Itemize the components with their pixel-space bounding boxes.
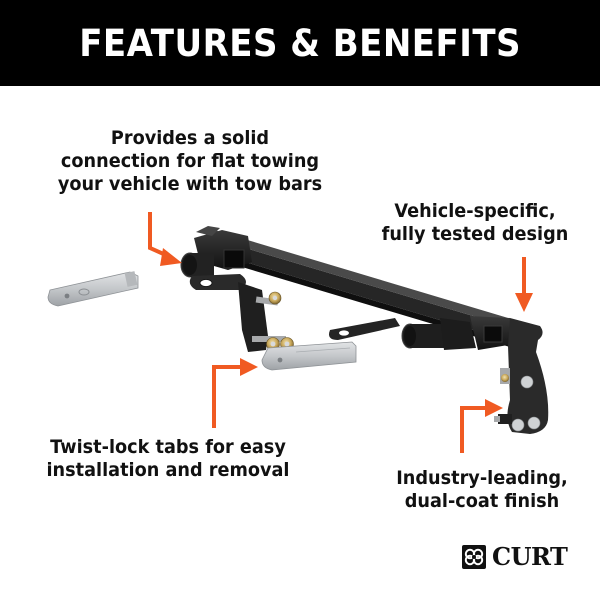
center-strap bbox=[329, 318, 400, 340]
callout-twist-lock: Twist-lock tabs for easy installation an… bbox=[19, 436, 317, 482]
twist-lock-tab-center bbox=[261, 341, 357, 371]
brand-logo: CURT bbox=[462, 542, 568, 571]
callout-connection-line-1: Provides a solid bbox=[110, 127, 270, 149]
right-mount-bracket bbox=[494, 318, 549, 434]
callout-finish-line-2: dual-coat finish bbox=[404, 489, 560, 512]
header-banner: FEATURES & BENEFITS bbox=[0, 0, 600, 86]
callout-connection-line-3: your vehicle with tow bars bbox=[57, 172, 323, 195]
arrow-connection-head bbox=[160, 248, 182, 266]
callout-vehicle-line-1: Vehicle-specific, bbox=[394, 200, 556, 222]
arrow-finish-head bbox=[485, 399, 503, 417]
arrow-twist-lock-head bbox=[240, 358, 258, 376]
callout-twist-line-2: installation and removal bbox=[46, 458, 290, 481]
callout-finish-line-1: Industry-leading, bbox=[396, 467, 568, 489]
callout-vehicle-line-2: fully tested design bbox=[381, 222, 569, 245]
callout-finish: Industry-leading, dual-coat finish bbox=[370, 467, 593, 513]
right-receiver bbox=[401, 316, 514, 350]
left-mount-bracket bbox=[238, 282, 294, 352]
callout-connection: Provides a solid connection for flat tow… bbox=[32, 127, 348, 195]
arrow-twist-lock bbox=[212, 365, 244, 428]
arrow-connection bbox=[148, 212, 169, 258]
twist-lock-tab-left bbox=[47, 271, 139, 307]
arrow-vehicle-specific-head bbox=[515, 293, 533, 312]
callout-twist-line-1: Twist-lock tabs for easy bbox=[50, 436, 286, 458]
left-receiver bbox=[180, 226, 252, 290]
callout-vehicle-specific: Vehicle-specific, fully tested design bbox=[363, 200, 586, 246]
brand-name: CURT bbox=[492, 542, 568, 571]
callout-connection-line-2: connection for flat towing bbox=[60, 149, 320, 172]
page-title: FEATURES & BENEFITS bbox=[79, 21, 521, 65]
arrow-finish bbox=[460, 406, 488, 453]
curt-logo-mark-icon bbox=[462, 545, 486, 569]
